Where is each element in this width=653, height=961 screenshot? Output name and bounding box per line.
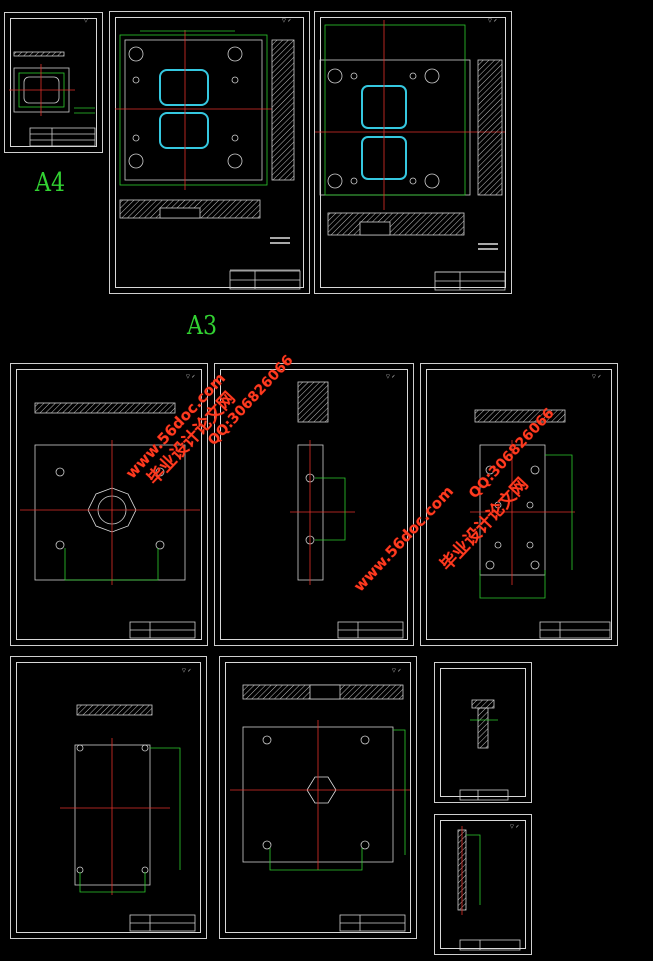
sheet-bottom-1[interactable] <box>10 656 207 939</box>
plate-mid-2 <box>290 381 404 639</box>
plate-bottom-2 <box>230 684 410 932</box>
sheet-mid-1[interactable] <box>10 363 208 646</box>
plate-mid-3 <box>470 409 611 639</box>
sheet-mid-3[interactable] <box>420 363 618 646</box>
svg-text:▽: ▽ <box>84 18 88 24</box>
svg-text:▽ ✓: ▽ ✓ <box>510 824 520 830</box>
svg-text:▽ ✓: ▽ ✓ <box>386 374 396 380</box>
sheet-border <box>440 820 526 949</box>
plate-bottom-1 <box>60 704 196 932</box>
corner-marks: ▽ ✓ ▽ ✓ ▽ ✓ ▽ ✓ ▽ ✓ ▽ ✓ ▽ ✓ ▽ ✓ ▽ <box>84 18 602 830</box>
svg-text:▽ ✓: ▽ ✓ <box>282 18 292 24</box>
sheet-border <box>440 668 526 797</box>
sheet-bottom-2[interactable] <box>219 656 417 939</box>
svg-text:▽ ✓: ▽ ✓ <box>392 668 402 674</box>
sheet-border <box>426 369 612 640</box>
sheet-border <box>16 369 202 640</box>
svg-text:▽ ✓: ▽ ✓ <box>488 18 498 24</box>
sheet-small-2[interactable] <box>434 814 532 955</box>
sheet-small-1[interactable] <box>434 662 532 803</box>
sheet-border <box>320 17 506 288</box>
sheet-border <box>16 662 201 933</box>
sheet-border <box>225 662 411 933</box>
sheet-a4-border <box>10 18 97 147</box>
plate-top-right <box>315 20 506 291</box>
a4-drawing <box>9 51 96 147</box>
sheet-border <box>115 17 304 288</box>
sheet-mid-2[interactable] <box>214 363 414 646</box>
sheet-a4[interactable] <box>4 12 103 153</box>
label-a3: A3 <box>187 311 218 341</box>
small-part-1 <box>459 699 509 801</box>
svg-text:▽ ✓: ▽ ✓ <box>592 374 602 380</box>
plate-top-left <box>115 30 301 290</box>
svg-text:▽ ✓: ▽ ✓ <box>182 668 192 674</box>
label-a4: A4 <box>35 168 66 198</box>
svg-text:▽ ✓: ▽ ✓ <box>186 374 196 380</box>
sheet-a3-top-left[interactable] <box>109 11 310 294</box>
small-part-2 <box>457 826 521 951</box>
sheet-border <box>220 369 408 640</box>
sheet-a3-top-right[interactable] <box>314 11 512 294</box>
plate-mid-1 <box>20 402 200 639</box>
